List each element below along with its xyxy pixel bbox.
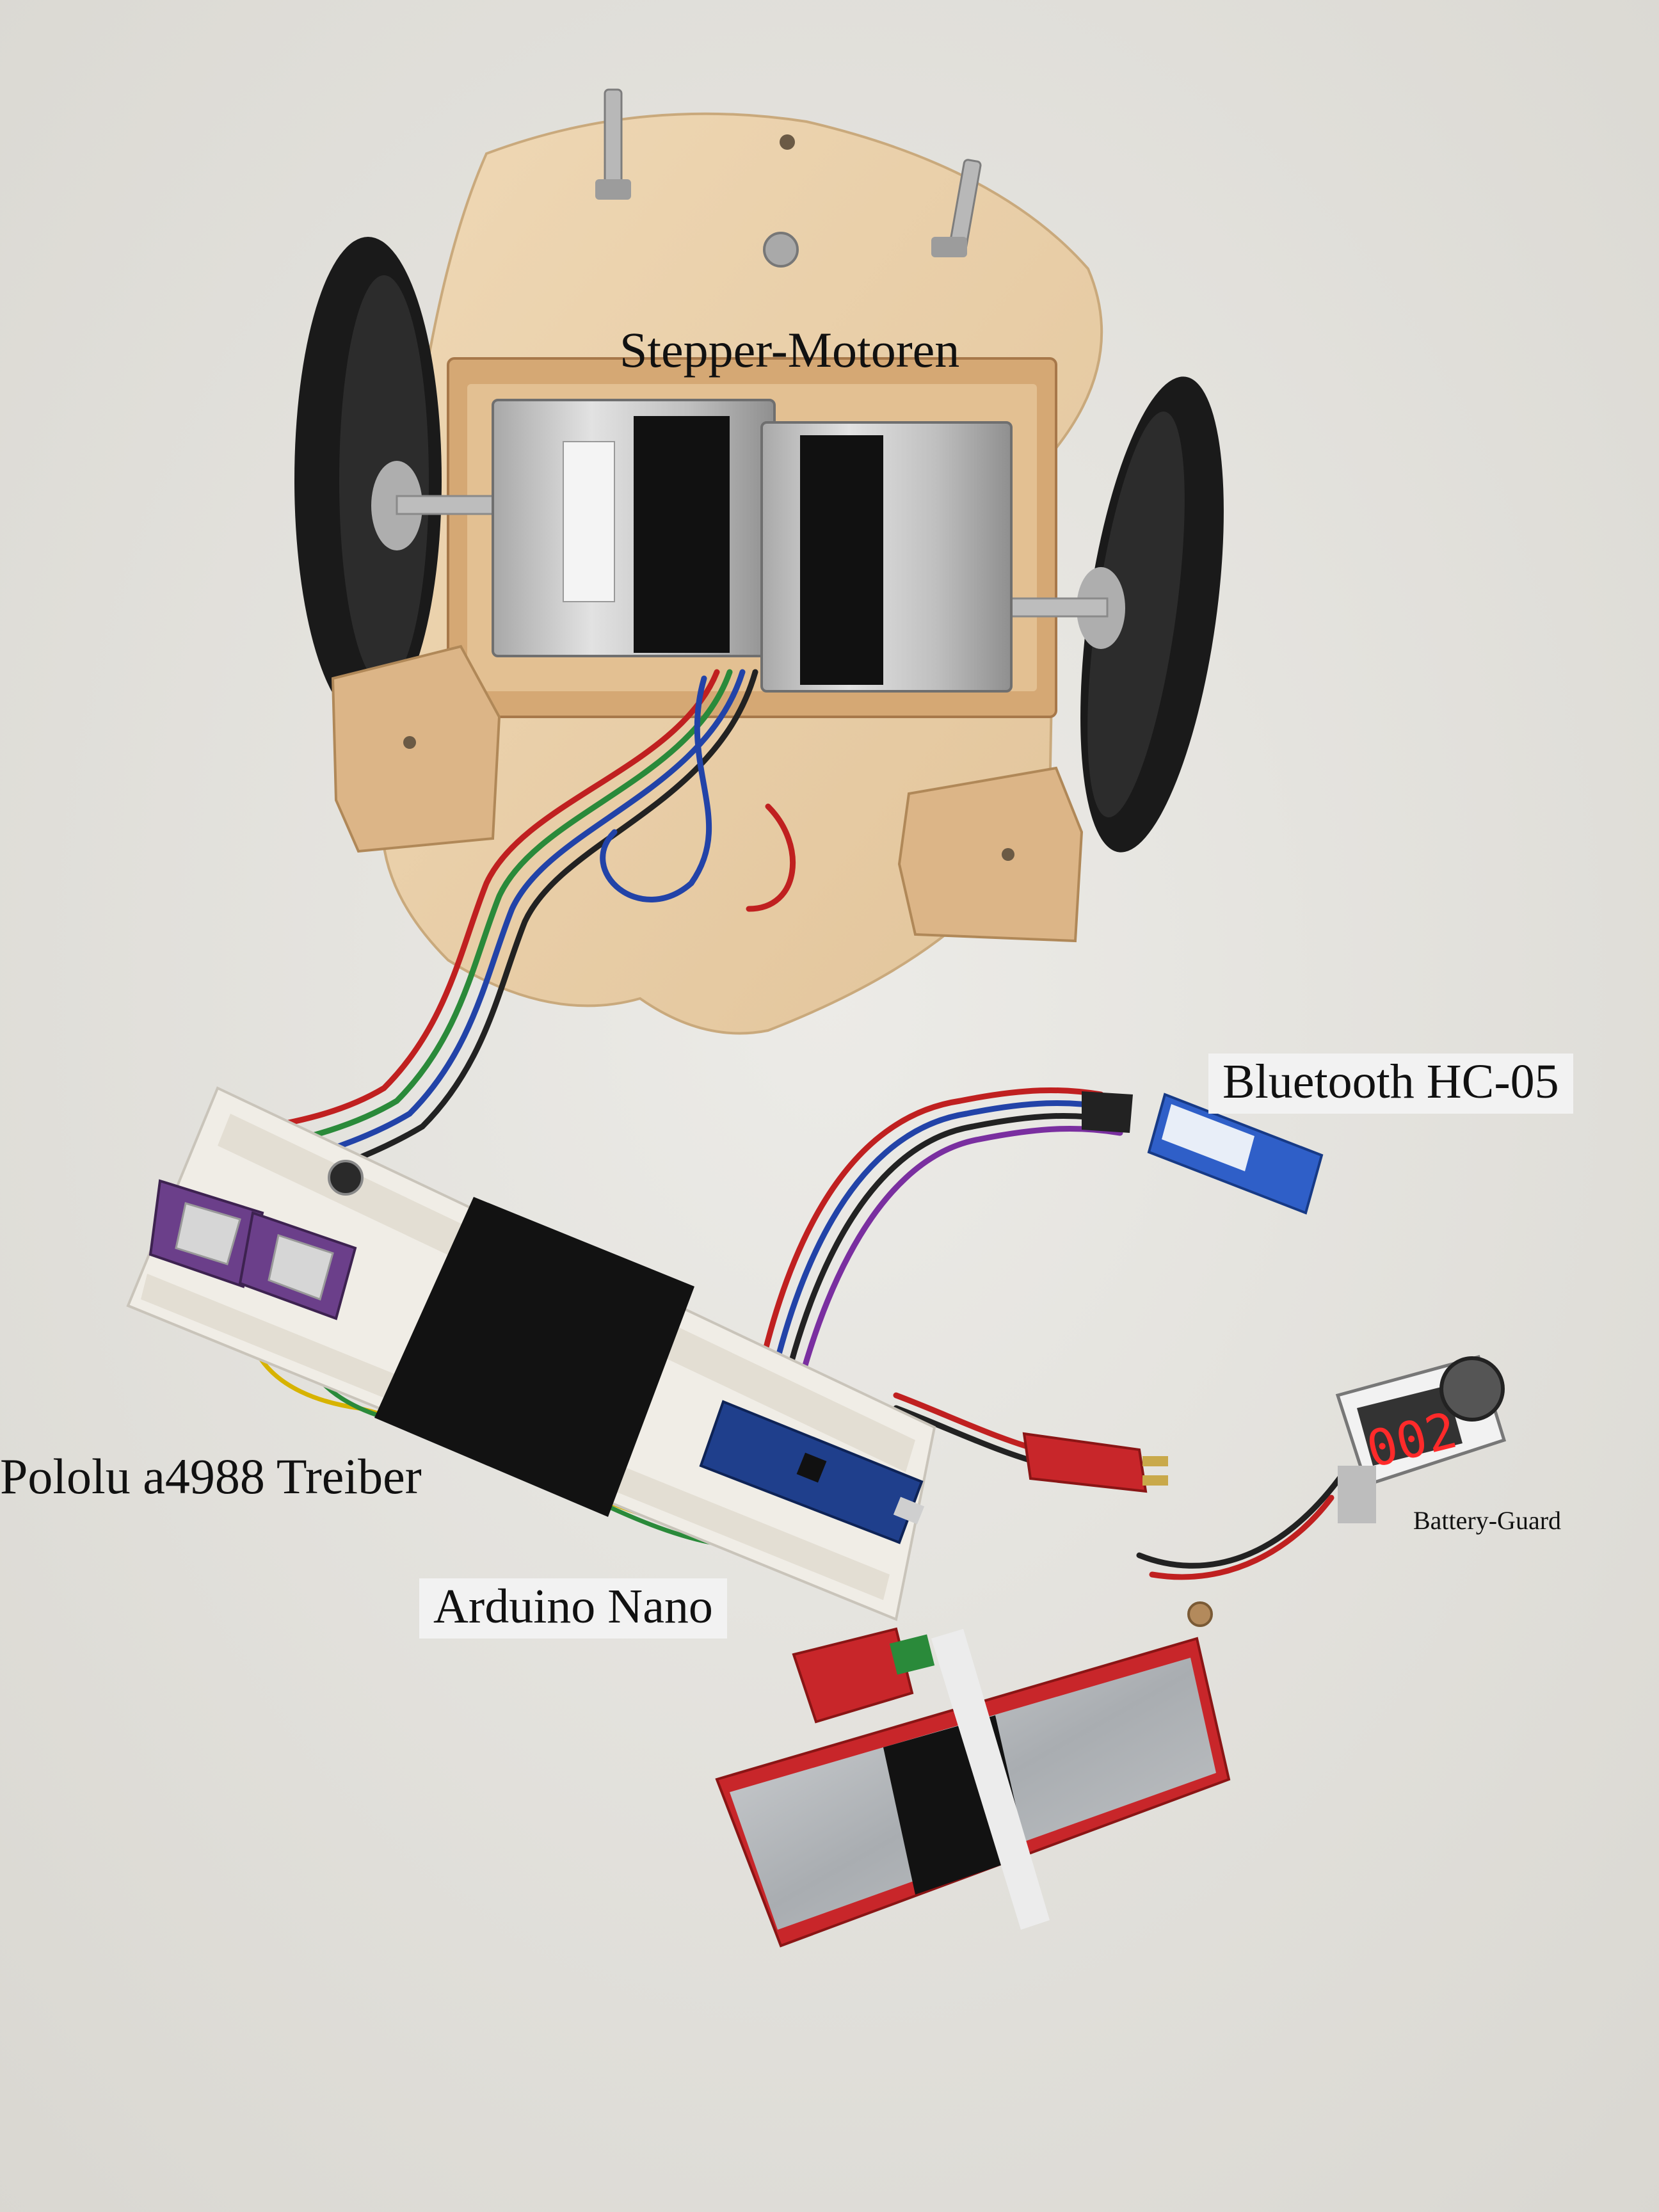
power-connector [1022,1432,1168,1493]
stepper-motor-left [492,399,776,657]
left-wheel [294,237,442,723]
wood-block-left [331,645,501,853]
arduino-nano [699,1400,925,1544]
bluetooth-module [1082,1091,1324,1215]
battery-guard-label: Battery-Guard [1413,1506,1562,1535]
stepper-motors-label: Stepper-Motoren [620,322,960,378]
loose-washer [1187,1601,1213,1627]
lipo-battery [715,1627,1231,1948]
battery-guard-device: 002 [1335,1354,1507,1523]
pololu-drivers [148,1160,364,1320]
bluetooth-label: Bluetooth HC-05 [1208,1054,1573,1114]
robot-chassis [294,88,1224,1035]
mounting-bolts [595,88,982,268]
right-wheel [1077,376,1224,853]
stepper-motor-right [760,421,1013,693]
wood-block-right [897,766,1084,943]
arduino-label: Arduino Nano [419,1578,727,1639]
pololu-label: Pololu a4988 Treiber [0,1448,422,1504]
breadboard [126,1086,936,1621]
velcro-patch [374,1197,694,1517]
